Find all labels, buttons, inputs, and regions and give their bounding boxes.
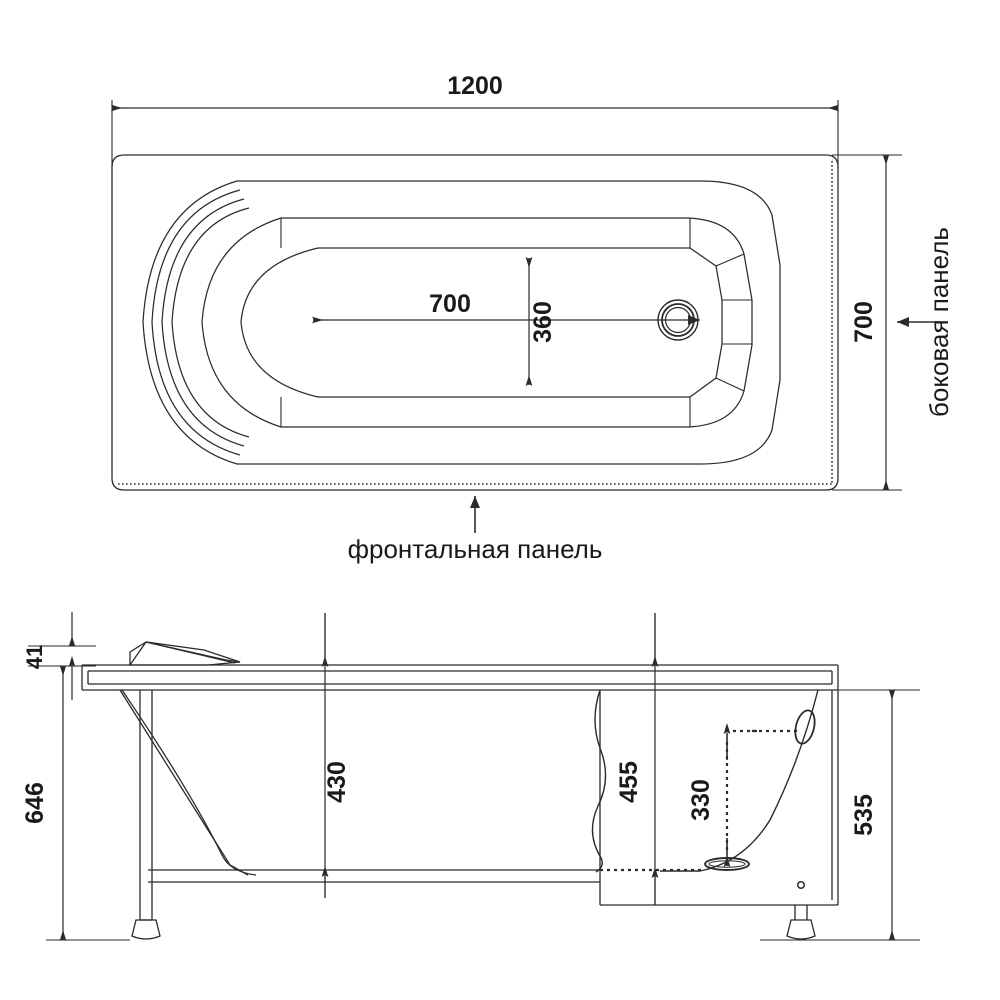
dim-inner-length-700-label: 700 [429,290,471,318]
dim-overflow-height-330: 330 [687,723,731,867]
plan-view-group: 1200 [111,72,954,564]
dim-length-1200: 1200 [111,72,839,112]
dim-total-height-646-label: 646 [21,782,49,824]
tub-outer-outline [111,154,839,491]
dim-inner-depth-430-label: 430 [323,761,351,803]
dim-seat-height-455: 455 [615,613,659,905]
tub-floor-band [148,869,600,883]
tub-headrest-wedge [128,641,241,666]
label-front-panel: фронтальная панель [348,534,603,564]
dim-length-1200-label: 1200 [447,72,503,100]
tub-right-inner-curve [660,689,819,872]
dim-rim-41-label: 41 [22,645,47,669]
dim-body-height-535: 535 [700,689,920,941]
tub-right-seam-lines [689,218,752,427]
dim-inner-depth-430: 430 [321,613,351,898]
dim-rim-41: 41 [22,612,96,700]
tub-left-inner-wall-curve [121,689,257,876]
tub-seat-wavy-contour [591,689,607,873]
dim-inner-length-700: 700 [312,290,700,325]
overflow-trace-dotted [751,729,797,736]
tub-inner-shoulder [201,217,753,428]
dim-width-700: 700 [832,154,902,491]
tub-basin-floor [240,247,723,398]
tub-left-inner-wall [119,689,249,876]
tub-rim-slab [81,664,839,691]
dim-seat-height-455-label: 455 [615,761,643,803]
plan-length-extension-lines [111,100,839,168]
tub-leg-left [131,690,161,940]
tub-basin-contours [142,180,781,465]
dim-body-height-535-label: 535 [850,794,878,836]
elevation-view-group: 41 646 430 [21,612,920,941]
dim-width-700-label: 700 [850,301,878,343]
label-side-panel: боковая панель [924,227,954,417]
panel-screw-dot [796,880,806,890]
dim-overflow-height-330-label: 330 [687,779,715,821]
dim-total-height-646: 646 [21,665,130,941]
dim-inner-width-360: 360 [525,257,557,386]
tub-leg-right [786,905,816,940]
overflow-hole-icon [794,709,816,745]
dim-inner-width-360-label: 360 [529,301,557,343]
